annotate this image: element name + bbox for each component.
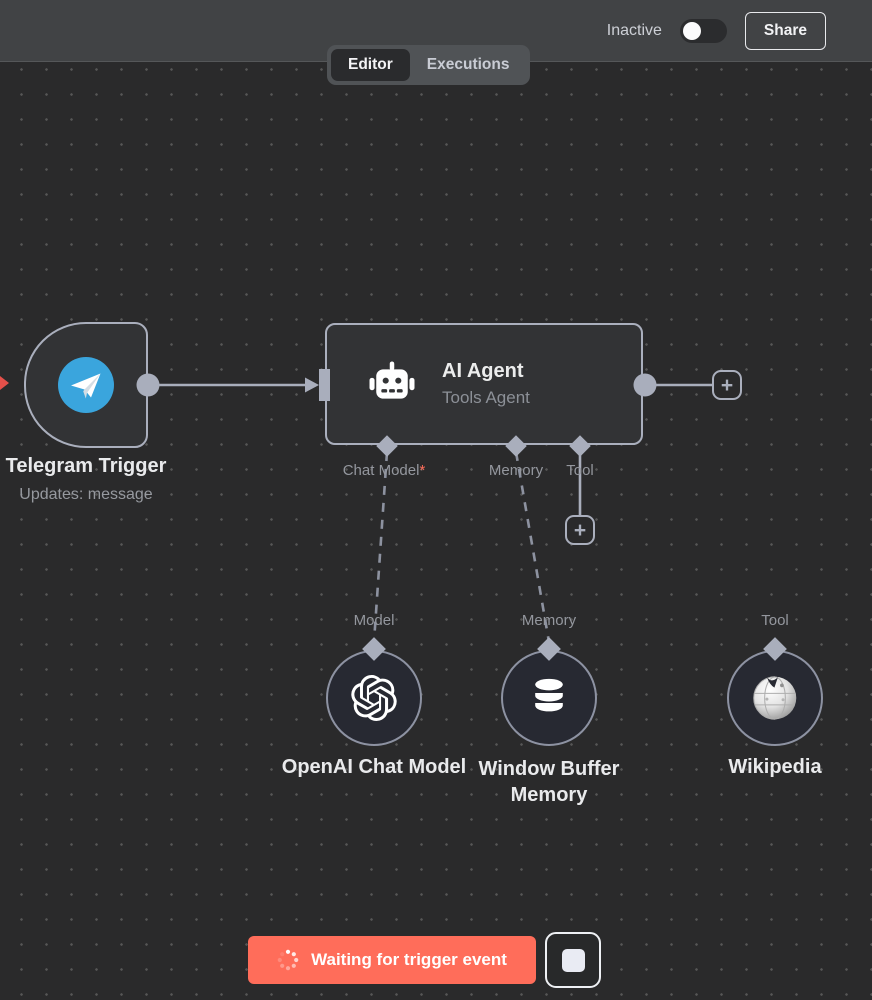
stop-square-icon (561, 948, 585, 972)
tab-executions[interactable]: Executions (426, 56, 510, 73)
wikipedia-port-label: Tool (761, 612, 789, 629)
workflow-status-label: Inactive (606, 21, 662, 39)
workflow-canvas[interactable] (0, 62, 872, 1000)
view-tabs: Editor Executions (327, 45, 531, 85)
database-icon (535, 678, 563, 712)
telegram-node-title: Telegram Trigger (5, 455, 167, 477)
telegram-icon (58, 357, 114, 413)
node-openai-chat-model[interactable] (326, 650, 422, 746)
stop-execution-button[interactable] (545, 932, 601, 988)
buffer-memory-port-label: Memory (521, 612, 577, 629)
node-telegram-trigger[interactable] (24, 322, 148, 448)
node-window-buffer-memory[interactable] (501, 650, 597, 746)
plus-icon: + (720, 373, 734, 397)
agent-port-label-chat-model: Chat Model* (342, 462, 426, 479)
waiting-for-trigger-button[interactable]: Waiting for trigger event (248, 936, 536, 984)
node-wikipedia[interactable] (727, 650, 823, 746)
globe-icon (753, 676, 797, 720)
waiting-button-label: Waiting for trigger event (311, 950, 507, 969)
openai-node-title: OpenAI Chat Model (281, 756, 467, 778)
active-toggle[interactable] (679, 18, 727, 43)
plus-icon: + (573, 518, 587, 542)
toggle-knob (682, 21, 701, 40)
telegram-node-subtitle: Updates: message (19, 486, 153, 503)
node-ai-agent[interactable]: AI Agent Tools Agent (325, 323, 643, 445)
agent-text-block: AI Agent Tools Agent (442, 360, 530, 408)
share-button[interactable]: Share (744, 11, 826, 50)
wikipedia-node-title: Wikipedia (728, 756, 822, 778)
robot-icon (369, 361, 415, 399)
agent-node-subtitle: Tools Agent (442, 388, 530, 407)
agent-node-title: AI Agent (442, 360, 524, 382)
agent-port-label-tool: Tool (566, 462, 594, 479)
agent-port-label-memory: Memory (488, 462, 544, 479)
canvas-edge-marker (0, 376, 9, 390)
openai-port-label: Model (353, 612, 395, 629)
add-node-button-output[interactable]: + (712, 370, 742, 400)
buffer-memory-node-title: Window Buffer Memory (478, 758, 620, 806)
required-marker: * (419, 462, 426, 479)
openai-icon (351, 675, 397, 721)
add-tool-button[interactable]: + (565, 515, 595, 545)
spinner-icon (277, 949, 299, 971)
tab-editor[interactable]: Editor (331, 49, 410, 81)
